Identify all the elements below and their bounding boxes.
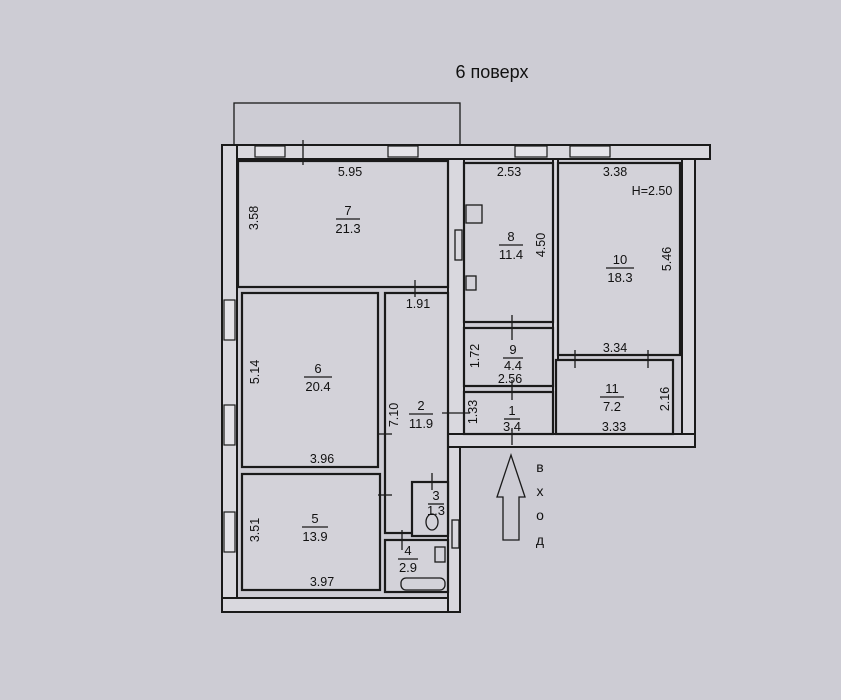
svg-text:2.56: 2.56	[498, 372, 522, 386]
room-5	[240, 472, 382, 592]
bathtub-icon	[400, 577, 446, 591]
entrance-letter: о	[536, 507, 544, 523]
room-area: 11.4	[499, 247, 523, 262]
svg-text:3.34: 3.34	[603, 341, 627, 355]
entrance-letter: в	[536, 459, 543, 475]
ceiling-height-label: H=2.50	[632, 184, 673, 198]
room-10	[556, 161, 682, 357]
room-area: 2.9	[399, 560, 417, 575]
room-area: 20.4	[305, 379, 330, 394]
windows	[223, 145, 611, 553]
room-4	[383, 538, 450, 594]
room-number: 2	[417, 398, 424, 413]
radiator-icon	[454, 229, 463, 261]
fixtures	[400, 204, 483, 591]
room-labels: 7 21.3 6 20.4 5 13.9 2 11.9 3 1.3 4 2.9 …	[302, 203, 634, 575]
room-area: 18.3	[607, 270, 632, 285]
room-area: 3.4	[503, 419, 521, 434]
room-number: 8	[507, 229, 514, 244]
svg-text:3.58: 3.58	[247, 206, 261, 230]
washbasin-icon	[434, 546, 446, 563]
room-number: 7	[344, 203, 351, 218]
room-3	[410, 480, 450, 538]
room-7	[236, 159, 450, 289]
dimension-ticks	[302, 140, 649, 550]
svg-text:3.96: 3.96	[310, 452, 334, 466]
room-area: 7.2	[603, 399, 621, 414]
svg-text:3.38: 3.38	[603, 165, 627, 179]
svg-text:2.53: 2.53	[497, 165, 521, 179]
room-6	[240, 291, 380, 469]
svg-text:5.95: 5.95	[338, 165, 362, 179]
stove-icon	[465, 204, 483, 224]
room-8	[462, 161, 555, 324]
svg-text:4.50: 4.50	[534, 233, 548, 257]
entrance-letter: д	[536, 532, 544, 548]
room-number: 9	[509, 342, 516, 357]
svg-text:3.97: 3.97	[310, 575, 334, 589]
svg-text:1.33: 1.33	[466, 400, 480, 424]
svg-text:5.46: 5.46	[660, 247, 674, 271]
balcony	[233, 102, 461, 146]
room-1	[462, 390, 555, 436]
svg-text:3.51: 3.51	[248, 518, 262, 542]
room-number: 10	[613, 252, 627, 267]
radiator-icon	[451, 519, 460, 549]
room-number: 5	[311, 511, 318, 526]
room-9	[462, 326, 555, 388]
room-number: 4	[404, 543, 411, 558]
dimension-labels: 5.95 3.58 2.53 4.50 3.38 H=2.50 5.46 3.3…	[247, 165, 674, 589]
svg-text:3.33: 3.33	[602, 420, 626, 434]
room-area: 21.3	[335, 221, 360, 236]
svg-text:1.72: 1.72	[468, 344, 482, 368]
room-area: 11.9	[409, 416, 433, 431]
room-area: 13.9	[302, 529, 327, 544]
entrance-arrow-icon	[496, 452, 526, 541]
svg-text:7.10: 7.10	[387, 403, 401, 427]
svg-text:1.91: 1.91	[406, 297, 430, 311]
floor-title: 6 поверх	[456, 62, 529, 82]
room-number: 11	[605, 381, 619, 396]
svg-text:5.14: 5.14	[248, 360, 262, 384]
sink-icon	[465, 275, 477, 291]
svg-text:2.16: 2.16	[658, 387, 672, 411]
entrance-letter: х	[537, 483, 544, 499]
room-number: 1	[508, 403, 515, 418]
room-number: 6	[314, 361, 321, 376]
room-area: 1.3	[427, 503, 445, 518]
room-area: 4.4	[504, 358, 522, 373]
toilet-icon	[425, 513, 439, 531]
room-number: 3	[432, 488, 439, 503]
